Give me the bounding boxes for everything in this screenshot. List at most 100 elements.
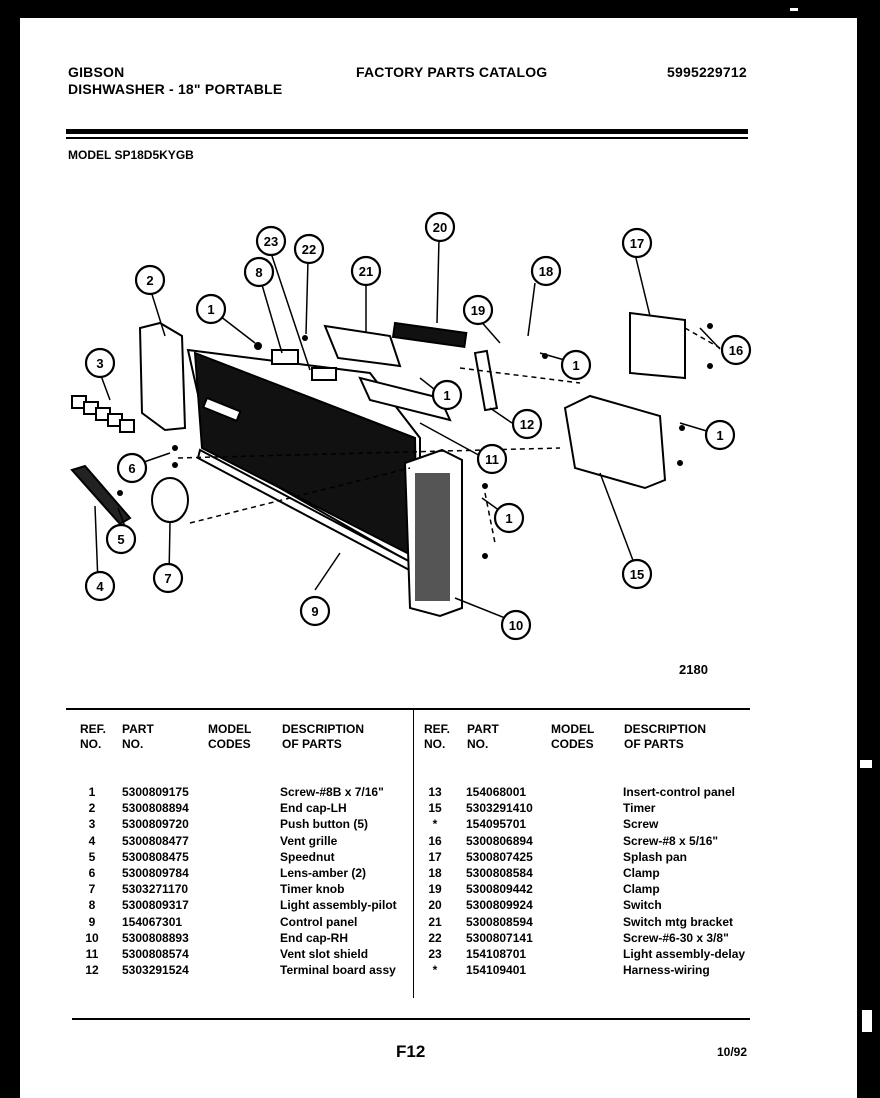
callout-label: 1 <box>505 511 512 526</box>
vent-grille-part <box>70 464 132 526</box>
callout-1: 1 <box>560 349 592 381</box>
figure-number: 2180 <box>679 662 708 677</box>
ref-cell: * <box>432 817 438 832</box>
ref-cell: 6 <box>88 866 96 880</box>
col-codes-1: MODEL <box>208 722 252 736</box>
part-number-cell: 5300809317 <box>122 898 189 913</box>
callout-label: 16 <box>729 343 743 358</box>
callout-circle <box>195 293 227 325</box>
callout-circle <box>105 523 137 555</box>
callout-1: 1 <box>195 293 227 325</box>
ref-cell: 21 <box>428 914 442 929</box>
description-cell: Switch mtg bracket <box>623 914 734 929</box>
part-number-cell: 154067301 <box>122 914 183 929</box>
ref-cell: 15 <box>428 801 442 816</box>
ref-cell: 8 <box>88 898 96 913</box>
callout-circle <box>243 256 275 288</box>
col-ref-2: NO. <box>424 737 446 751</box>
callout-label: 20 <box>433 220 447 235</box>
ref-cell: 4 <box>88 833 96 848</box>
part-number-cell: 154095701 <box>466 817 527 832</box>
col-part-1: PART <box>122 722 154 736</box>
table-top-rule <box>66 708 750 710</box>
col-desc-2: OF PARTS <box>624 737 684 751</box>
description-cell: Screw-#6-30 x 3/8" <box>623 930 729 945</box>
callout-label: 12 <box>520 417 534 432</box>
callout-label: 3 <box>96 356 103 371</box>
col-ref-1: REF. <box>80 722 107 736</box>
col-ref-2: NO. <box>80 737 102 751</box>
part-number-cell: 154068001 <box>466 785 527 799</box>
pilot-light-part <box>271 349 299 365</box>
callout-1: 1 <box>493 502 525 534</box>
callout-21: 21 <box>350 255 382 287</box>
description-cell: Push button (5) <box>280 817 368 832</box>
ref-cell: 19 <box>428 882 442 897</box>
switch-part <box>391 321 468 349</box>
callout-7: 7 <box>152 562 184 594</box>
timer-part <box>563 394 667 490</box>
callout-17: 17 <box>621 227 653 259</box>
description-cell: Splash pan <box>623 849 688 864</box>
catalog-title: FACTORY PARTS CATALOG <box>356 64 548 80</box>
description-cell: Lens-amber (2) <box>280 866 367 880</box>
callout-4: 4 <box>84 570 116 602</box>
col-ref-1: REF. <box>424 722 451 736</box>
callout-circle <box>84 570 116 602</box>
description-cell: Harness-wiring <box>623 963 710 978</box>
catalog-number: 5995229712 <box>667 64 747 80</box>
callout-8: 8 <box>243 256 275 288</box>
part-number-cell: 5300808584 <box>466 866 533 880</box>
callout-label: 1 <box>443 388 450 403</box>
description-cell: Vent grille <box>280 833 338 848</box>
callout-circle <box>84 347 116 379</box>
callout-circle <box>431 379 463 411</box>
callout-18: 18 <box>530 255 562 287</box>
callout-circle <box>511 408 543 440</box>
callout-label: 1 <box>572 358 579 373</box>
ref-cell: 9 <box>88 914 96 929</box>
scan-speck <box>812 36 818 39</box>
part-number-cell: 5303271170 <box>122 882 189 897</box>
catalog-page: GIBSON DISHWASHER - 18" PORTABLE FACTORY… <box>20 18 857 1098</box>
callout-1: 1 <box>431 379 463 411</box>
callout-15: 15 <box>621 558 653 590</box>
part-number-cell: 5300807425 <box>466 849 533 864</box>
description-cell: End cap-LH <box>280 801 347 816</box>
description-cell: Switch <box>623 898 662 913</box>
description-cell: Timer knob <box>280 882 345 897</box>
callout-11: 11 <box>476 443 508 475</box>
callout-label: 11 <box>485 452 499 467</box>
col-part-2: NO. <box>467 737 489 751</box>
ref-cell: 17 <box>428 849 442 864</box>
brand-name: GIBSON <box>68 64 125 80</box>
col-desc-2: OF PARTS <box>282 737 342 751</box>
callout-circle <box>255 225 287 257</box>
table-divider <box>413 708 414 998</box>
callout-22: 22 <box>293 233 325 265</box>
col-desc-1: DESCRIPTION <box>624 722 707 736</box>
callout-circle <box>134 264 166 296</box>
part-number-cell: 5300809924 <box>466 898 533 913</box>
callout-circle <box>530 255 562 287</box>
ref-cell: 10 <box>85 930 99 945</box>
callout-6: 6 <box>116 452 148 484</box>
product-title: DISHWASHER - 18" PORTABLE <box>68 81 283 97</box>
callout-label: 8 <box>255 265 262 280</box>
callout-circle <box>621 227 653 259</box>
end-cap-lh-part <box>138 321 187 432</box>
ref-cell: 16 <box>428 833 442 848</box>
callout-label: 1 <box>716 428 723 443</box>
description-cell: Screw-#8B x 7/16" <box>280 785 384 799</box>
part-number-cell: 5300808574 <box>122 947 189 961</box>
